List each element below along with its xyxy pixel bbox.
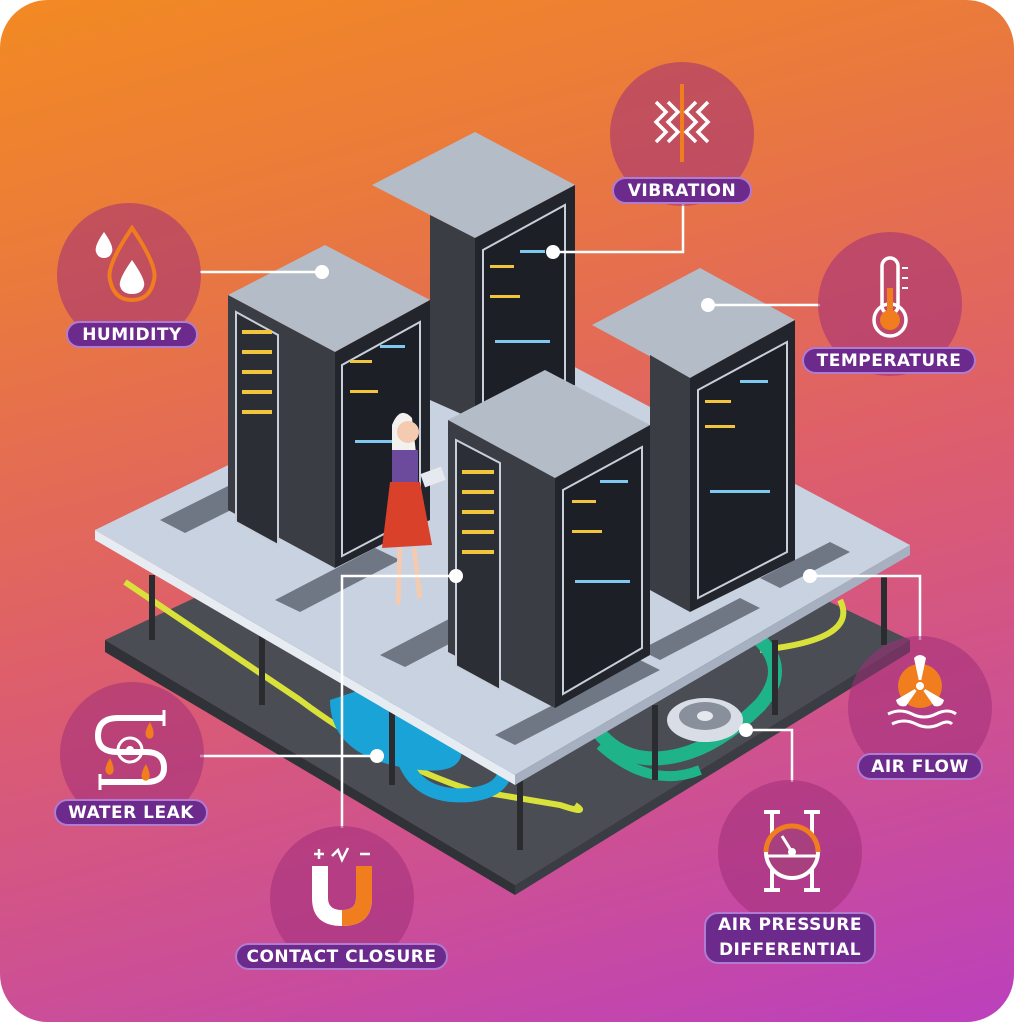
fan-icon (887, 655, 957, 729)
green-cables-2 (596, 741, 702, 782)
server-rack-vibration (372, 132, 575, 420)
pressure-gauge-icon (763, 810, 821, 892)
magnet-icon (312, 847, 372, 926)
raised-floor-edge-left (95, 530, 515, 785)
thermometer-icon (872, 256, 908, 338)
rack-indicator-lights (242, 265, 735, 554)
yellow-cable-2 (759, 598, 847, 653)
connector-dots (315, 245, 817, 763)
technician-figure (382, 412, 446, 606)
server-rack-front (448, 370, 650, 708)
floor-legs (149, 575, 887, 850)
vibration-icon (653, 84, 711, 162)
lower-floor-edge-right (515, 640, 910, 895)
air-pressure-label: AIR PRESSURE DIFFERENTIAL (704, 912, 876, 964)
connector-lines (200, 195, 922, 828)
humidity-label: HUMIDITY (66, 321, 198, 348)
raised-floor-edge-right (515, 545, 910, 785)
rack-blue-lights (355, 250, 770, 583)
contact-closure-label: CONTACT CLOSURE (235, 943, 448, 970)
water-drops-icon (95, 224, 157, 303)
yellow-cable (123, 579, 583, 813)
blue-duct-2 (393, 743, 513, 803)
pipe-leak-icon (94, 710, 168, 790)
air-pressure-label-line2: DIFFERENTIAL (718, 940, 862, 960)
water-leak-label: WATER LEAK (54, 799, 208, 826)
air-pressure-label-line1: AIR PRESSURE (718, 915, 862, 935)
blue-duct (330, 690, 462, 771)
air-flow-label: AIR FLOW (857, 753, 983, 780)
lower-floor-edge (105, 640, 515, 895)
temperature-label: TEMPERATURE (802, 347, 976, 374)
vibration-label: VIBRATION (612, 177, 752, 204)
server-rack-temperature (592, 268, 795, 612)
